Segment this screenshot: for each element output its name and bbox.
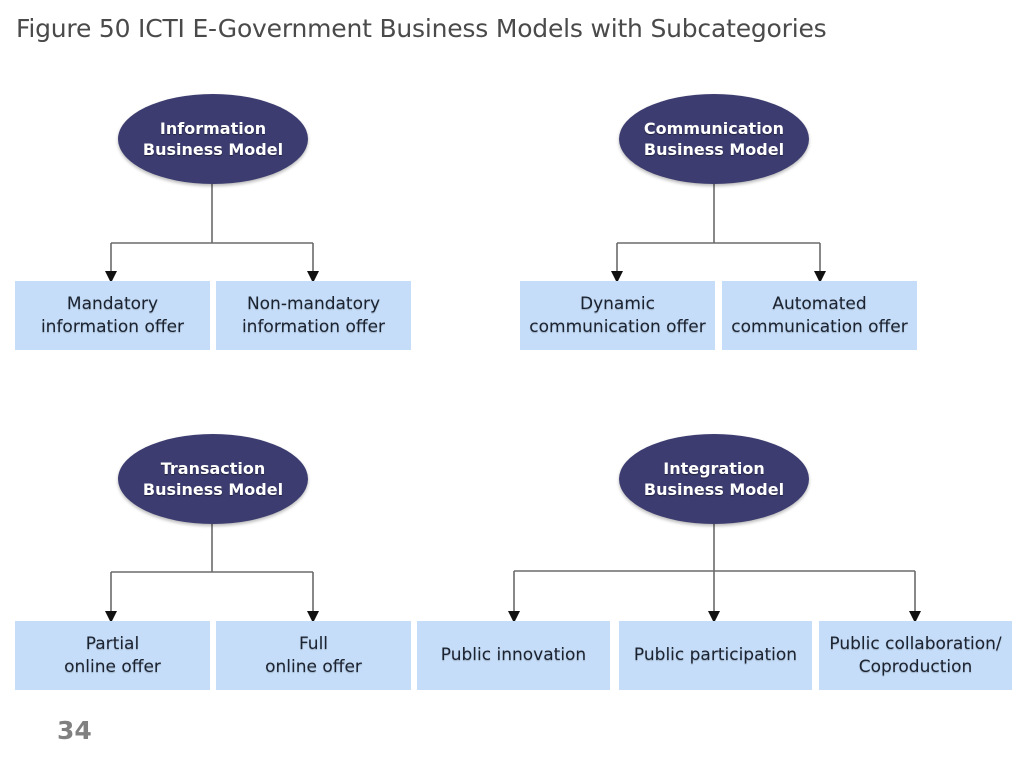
page-number: 34 — [57, 716, 92, 745]
leaf-public-innovation[interactable]: Public innovation — [417, 621, 610, 690]
leaf-public-collaboration-coproduction[interactable]: Public collaboration/Coproduction — [819, 621, 1012, 690]
leaf-label: Public participation — [633, 645, 798, 666]
connector-transaction — [105, 524, 319, 623]
leaf-public-participation[interactable]: Public participation — [619, 621, 812, 690]
leaf-label: Public innovation — [440, 645, 587, 666]
leaf-label: Public collaboration/Coproduction — [829, 634, 1002, 677]
connector-integration — [508, 524, 921, 623]
connector-communication — [611, 184, 826, 283]
connector-information — [105, 184, 319, 283]
page-title: Figure 50 ICTI E-Government Business Mod… — [16, 14, 827, 43]
